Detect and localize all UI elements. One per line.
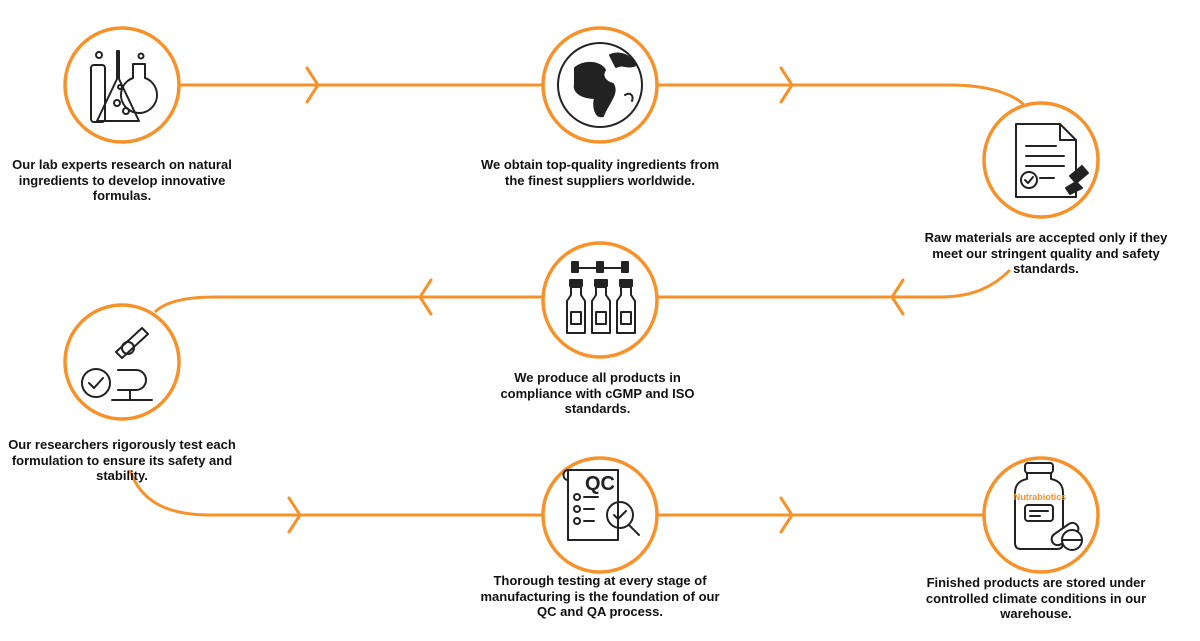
direction-arrows	[287, 66, 905, 534]
step-5-caption: Our researchers rigorously test each for…	[8, 437, 236, 483]
step-6-caption: Thorough testing at every stage of manuf…	[480, 573, 720, 619]
arrow-left-icon	[890, 278, 905, 316]
step-circles	[63, 26, 1100, 574]
approved-document-stamp-icon	[1015, 123, 1089, 198]
globe-icon	[557, 42, 643, 128]
supplement-jar-icon	[1014, 462, 1083, 551]
arrow-left-icon	[418, 278, 433, 316]
step-4-caption: We produce all products in compliance wi…	[500, 370, 695, 416]
brand-logo: Nutrabiotics	[1014, 492, 1067, 502]
bottling-line-icon	[566, 261, 636, 334]
qc-label: QC	[585, 473, 615, 495]
step-1-caption: Our lab experts research on natural ingr…	[12, 157, 232, 203]
qc-checklist-icon	[562, 469, 640, 541]
flow-path	[128, 83, 1027, 517]
microscope-check-icon	[81, 327, 153, 401]
step-7-caption: Finished products are stored under contr…	[925, 575, 1147, 621]
arrow-right-icon	[779, 496, 794, 534]
step-2-caption: We obtain top-quality ingredients from t…	[480, 157, 720, 188]
arrow-right-icon	[779, 66, 794, 104]
arrow-right-icon	[305, 66, 320, 104]
arrow-right-icon	[287, 496, 302, 534]
lab-flasks-icon	[90, 50, 158, 123]
step-3-caption: Raw materials are accepted only if they …	[924, 230, 1168, 276]
